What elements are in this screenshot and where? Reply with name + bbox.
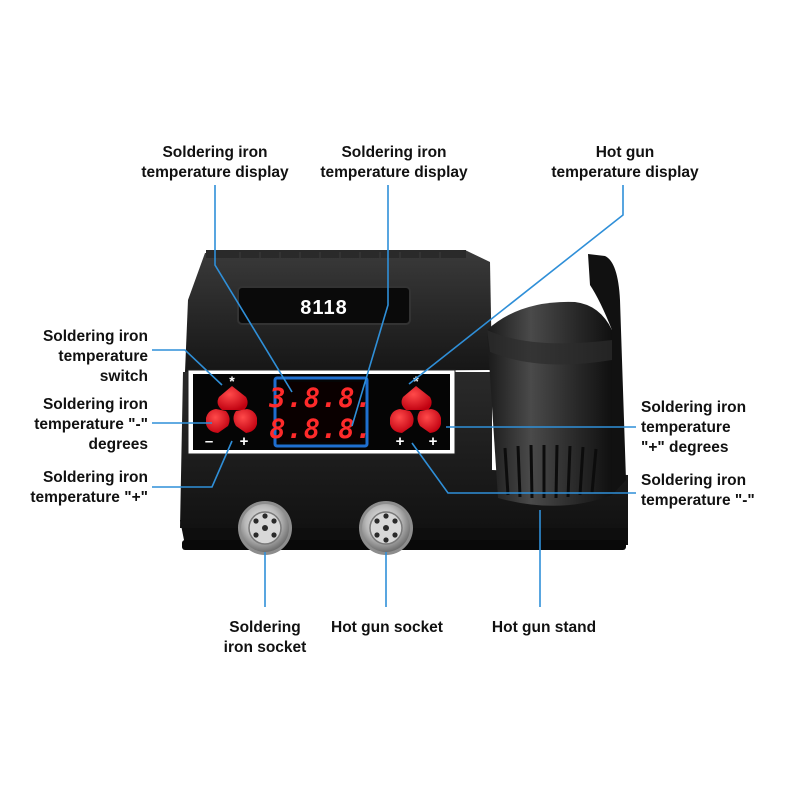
right-star-symbol: * [413, 373, 419, 389]
left-plus-button[interactable] [233, 409, 258, 433]
iron-temperature-readout: 3.8.8. [268, 383, 373, 414]
left-minus-symbol: – [205, 433, 213, 450]
leader-iron-display-center [351, 185, 389, 427]
leader-iron-switch [152, 349, 223, 386]
label-iron-display-left: Soldering iron temperature display [141, 144, 289, 181]
leader-lines [152, 185, 636, 607]
label-iron-display-center: Soldering iron temperature display [320, 144, 468, 181]
leader-iron-plus-left [152, 440, 233, 488]
hot-gun-socket [359, 501, 413, 555]
right-plus-symbol: + [396, 433, 405, 450]
gun-temperature-readout: 8.8.8. [269, 414, 373, 445]
leader-iron-display-left [214, 185, 293, 393]
right-button-cluster: * + + [390, 373, 441, 450]
left-minus-button[interactable] [206, 409, 230, 433]
soldering-iron-socket [238, 501, 292, 555]
temperature-display: 3.8.8. 8.8.8. [268, 376, 373, 448]
label-gun-display: Hot gun temperature display [551, 144, 699, 181]
hot-gun-stand [487, 254, 626, 506]
label-iron-switch: Soldering iron temperature switch [42, 328, 148, 385]
label-iron-plus-right: Soldering iron temperature "+" degrees [641, 399, 747, 456]
right-minus-button[interactable] [390, 409, 414, 433]
label-gun-stand: Hot gun stand [491, 619, 597, 636]
left-star-symbol: * [229, 373, 235, 389]
label-iron-minus-left: Soldering iron temperature "-" degrees [34, 396, 148, 453]
leader-gun-display [408, 185, 624, 385]
label-iron-minus-right: Soldering iron temperature "-" [641, 472, 755, 509]
right-plus-symbol-2: + [429, 433, 438, 450]
left-button-cluster: * – + [205, 373, 257, 450]
model-number: 8118 [300, 297, 347, 319]
leader-iron-minus-right [411, 442, 636, 494]
right-plus-button[interactable] [417, 409, 442, 433]
label-iron-plus-left: Soldering iron temperature "+" [30, 469, 148, 506]
model-plate: 8118 [237, 286, 411, 325]
right-switch-button[interactable] [401, 386, 432, 410]
label-iron-socket: Soldering iron socket [223, 619, 307, 656]
label-gun-socket: Hot gun socket [331, 619, 443, 636]
left-plus-symbol: + [240, 433, 249, 450]
left-switch-button[interactable] [217, 386, 248, 410]
